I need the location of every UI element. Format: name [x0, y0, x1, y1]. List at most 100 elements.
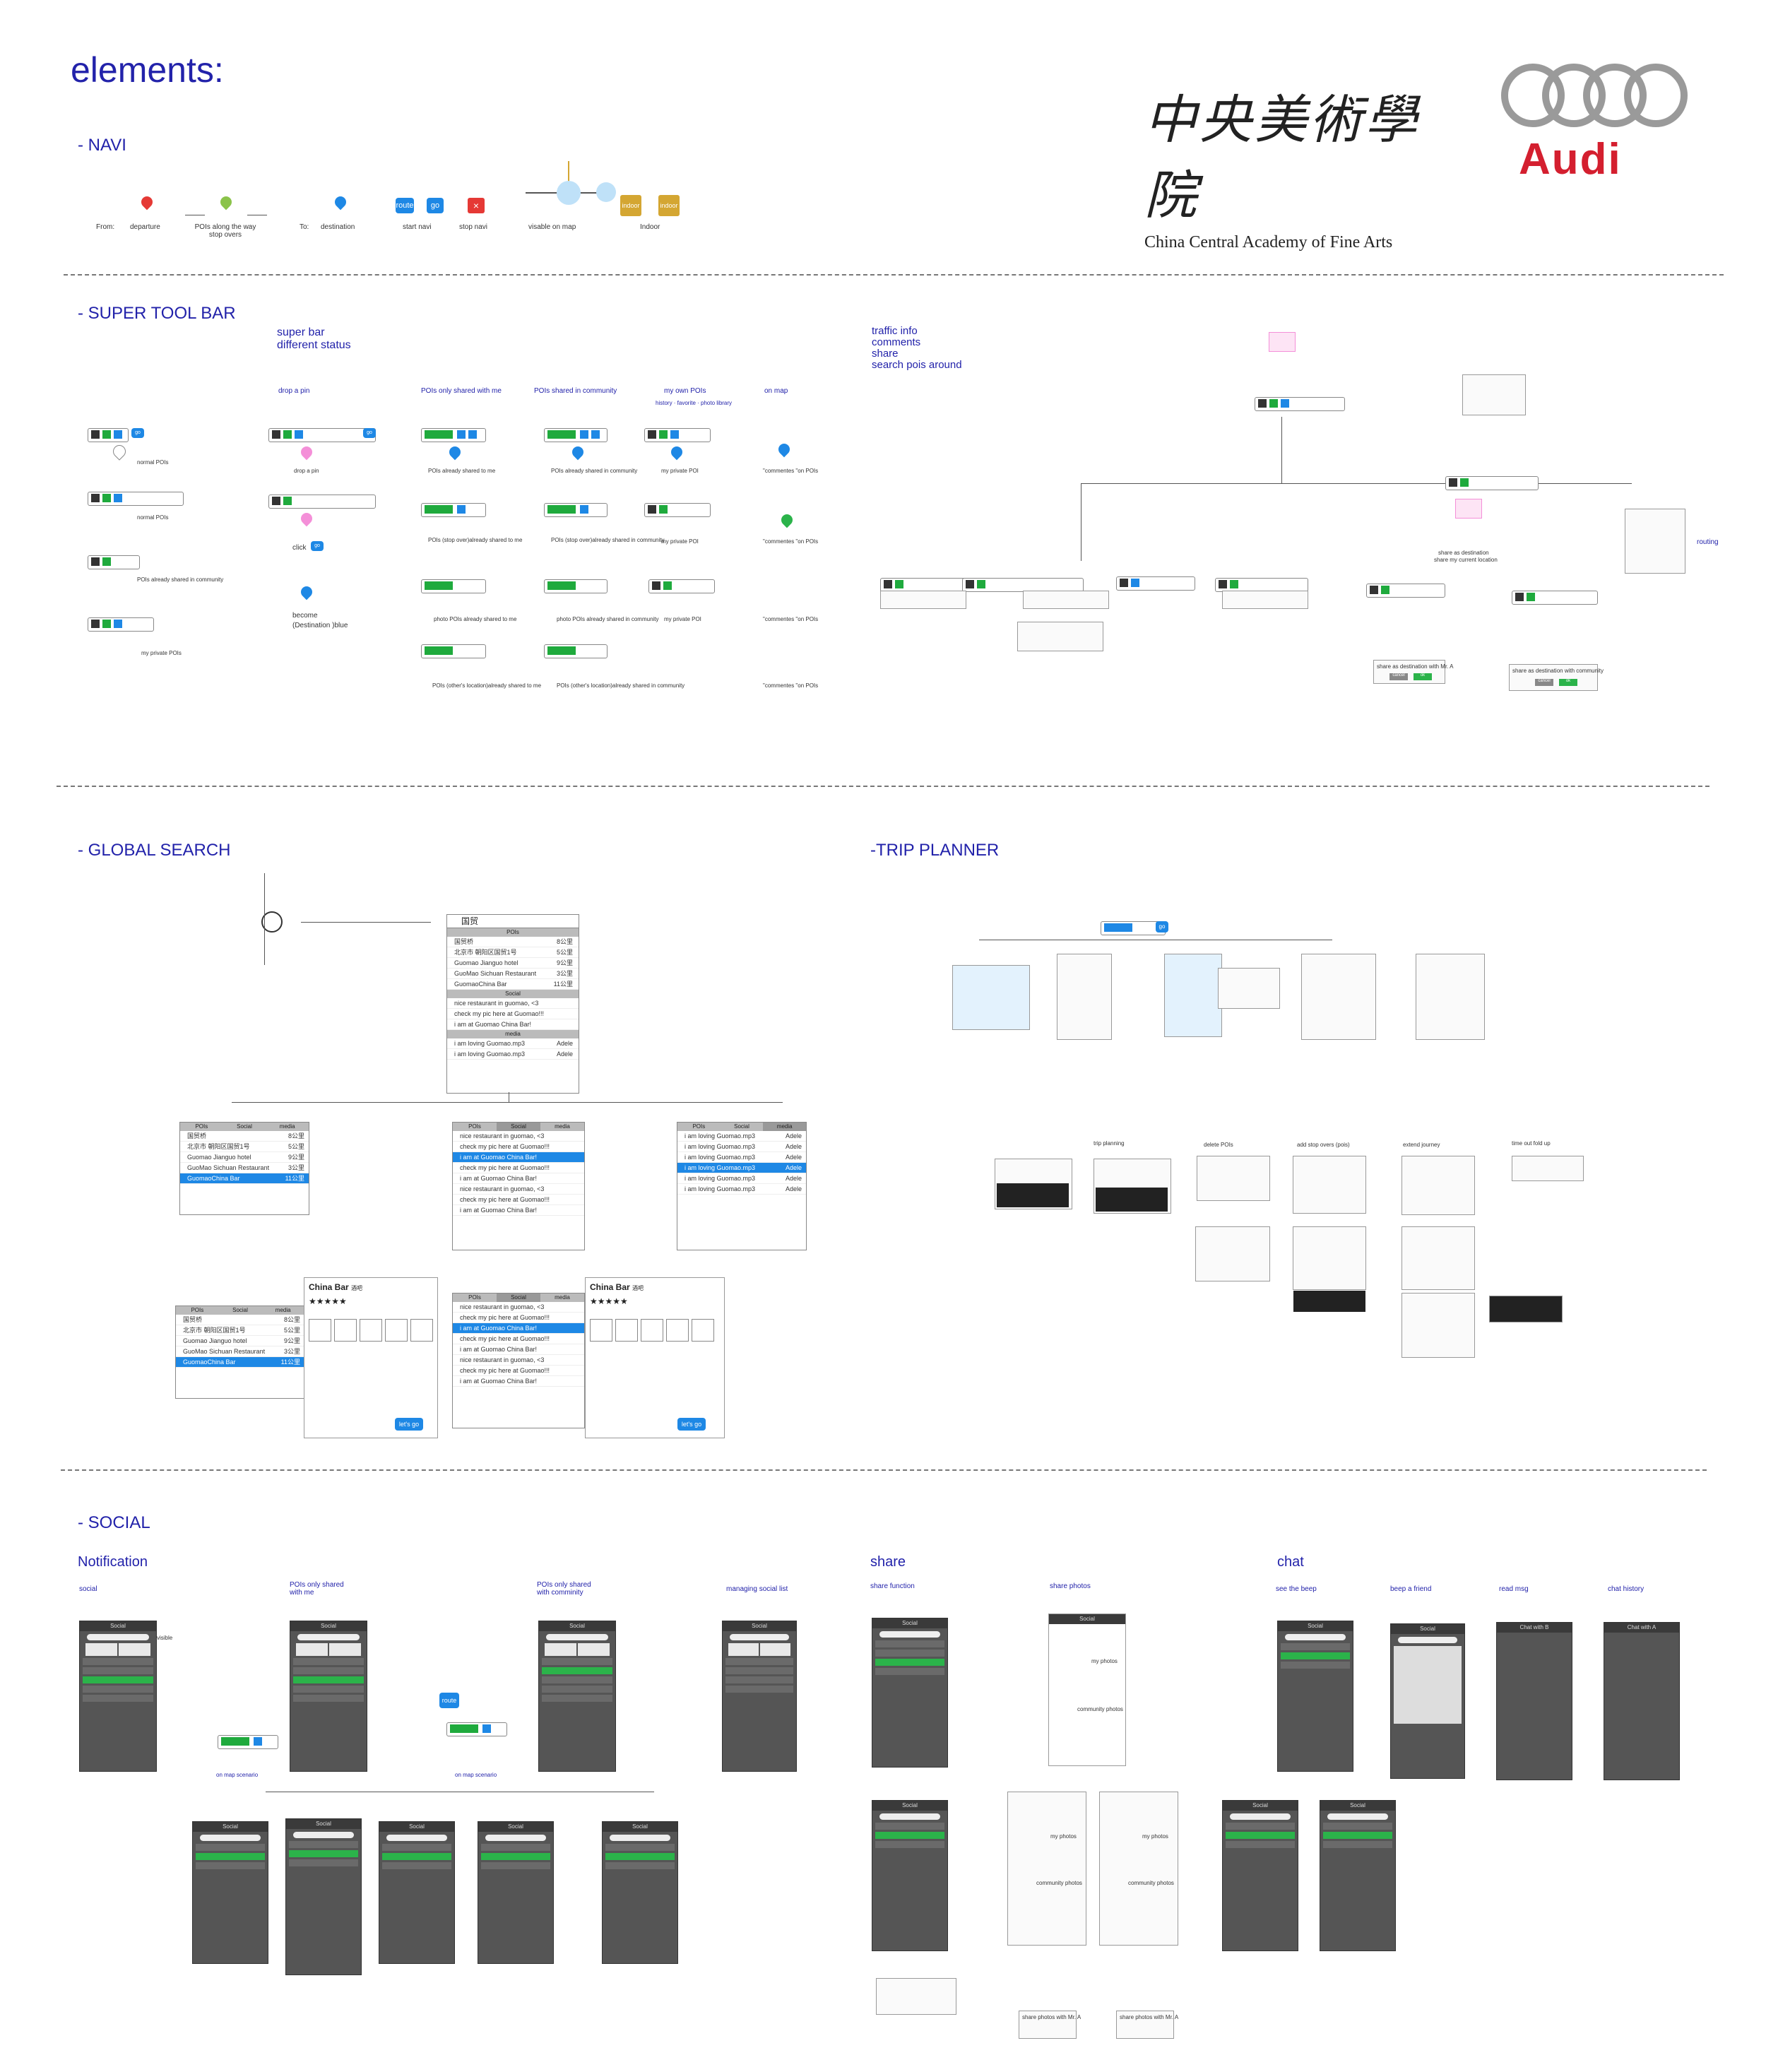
tab-pois[interactable]: POIs [468, 1123, 481, 1130]
tab-pois[interactable]: POIs [191, 1307, 204, 1313]
indoor-button-outline[interactable]: indoor [620, 195, 641, 216]
social-row[interactable]: nice restaurant in guomao, <3 [453, 1131, 584, 1142]
tab-pois[interactable]: POIs [195, 1123, 208, 1130]
tree-bar-4[interactable] [1215, 578, 1308, 592]
search-bar-other[interactable] [421, 644, 486, 658]
search-bar-stopover[interactable] [421, 503, 486, 517]
lets-go-button[interactable]: let's go [677, 1418, 706, 1431]
phone-search[interactable] [730, 1634, 789, 1640]
social-row[interactable]: nice restaurant in guomao, <3 [453, 1184, 584, 1195]
ok-button-b[interactable]: ok [1559, 679, 1577, 686]
search-bar-photo-c[interactable] [544, 579, 608, 593]
on-map-bar-2[interactable] [446, 1722, 507, 1736]
tab-social[interactable]: Social [237, 1123, 252, 1130]
tab-social[interactable]: Social [497, 1123, 540, 1131]
tab-social[interactable]: Social [734, 1123, 749, 1130]
go-mini-button-2[interactable]: go [363, 428, 376, 438]
go-mini-button[interactable]: go [131, 428, 144, 438]
social-row[interactable]: check my pic here at Guomao!!! [453, 1163, 584, 1173]
tab-media[interactable]: media [555, 1294, 570, 1301]
social-row[interactable]: check my pic here at Guomao!!! [453, 1142, 584, 1152]
social-row[interactable]: nice restaurant in guomao, <3 [453, 1302, 584, 1313]
social-row[interactable]: i am at Guomao China Bar! [453, 1173, 584, 1184]
share-bar-b[interactable] [1512, 591, 1598, 605]
tab-pois[interactable]: POIs [692, 1123, 706, 1130]
tree-bar-2[interactable] [962, 578, 1084, 592]
social-row[interactable]: check my pic here at Guomao!!! [453, 1313, 584, 1323]
ok-button-a[interactable]: ok [1414, 673, 1432, 680]
traffic-bar-right[interactable] [1445, 476, 1539, 490]
trip-top-bar[interactable] [1101, 921, 1166, 935]
search-bar-my-own[interactable] [644, 428, 711, 442]
search-bar-other-c[interactable] [544, 644, 608, 658]
social-row-selected[interactable]: i am at Guomao China Bar! [453, 1152, 584, 1163]
tab-media[interactable]: media [763, 1123, 807, 1131]
social-row[interactable]: i am at Guomao China Bar! [453, 1376, 584, 1387]
tree-bar-1[interactable] [880, 578, 966, 592]
search-bar-row3[interactable] [88, 555, 140, 569]
social-row-selected[interactable]: i am at Guomao China Bar! [453, 1323, 584, 1334]
search-query[interactable]: 国贸 [447, 915, 579, 928]
indoor-button[interactable]: indoor [658, 195, 680, 216]
social-row[interactable]: check my pic here at Guomao!!! [447, 1009, 579, 1019]
go-click-button[interactable]: go [311, 541, 324, 551]
social-row[interactable]: nice restaurant in guomao, <3 [453, 1355, 584, 1366]
cancel-button-b[interactable]: cancel [1535, 679, 1553, 686]
search-bar-drop-pin[interactable] [268, 428, 376, 442]
share-bar-a[interactable] [1366, 584, 1445, 598]
search-bar-community[interactable] [544, 428, 608, 442]
trip-go-button[interactable]: go [1156, 921, 1168, 933]
traffic-bar-top[interactable] [1255, 397, 1345, 411]
social-row[interactable]: i am at Guomao China Bar! [453, 1344, 584, 1355]
route-button[interactable]: route [396, 198, 414, 213]
social-row[interactable]: nice restaurant in guomao, <3 [447, 998, 579, 1009]
tree-bar-3[interactable] [1116, 576, 1195, 591]
tab-media[interactable]: media [279, 1123, 295, 1130]
tab-media[interactable]: media [555, 1123, 570, 1130]
tab-social[interactable]: Social [497, 1293, 540, 1302]
phone-search[interactable] [546, 1634, 608, 1640]
social-row[interactable]: check my pic here at Guomao!!! [453, 1366, 584, 1376]
social-row[interactable]: check my pic here at Guomao!!! [453, 1334, 584, 1344]
tab-media[interactable]: media [275, 1307, 291, 1313]
tab-pois[interactable]: POIs [468, 1294, 481, 1301]
tab-social[interactable]: Social [232, 1307, 248, 1313]
search-bar-photo[interactable] [421, 579, 486, 593]
social-row[interactable]: i am at Guomao China Bar! [447, 1019, 579, 1030]
search-bar-row4[interactable] [88, 617, 154, 632]
search-bar-normal[interactable] [88, 428, 129, 442]
search-bar-row2-b[interactable] [268, 495, 376, 509]
on-map-bar-1[interactable] [218, 1735, 278, 1749]
search-bar-row2[interactable] [88, 492, 184, 506]
phone-search[interactable] [297, 1634, 360, 1640]
route-social-button[interactable]: route [439, 1693, 459, 1708]
phone-search[interactable] [87, 1634, 149, 1640]
go-button[interactable]: go [427, 198, 444, 213]
social-row[interactable]: check my pic here at Guomao!!! [453, 1195, 584, 1205]
lets-go-button[interactable]: let's go [395, 1418, 423, 1431]
cancel-button-a[interactable]: cancel [1389, 673, 1408, 680]
social-row[interactable]: i am at Guomao China Bar! [453, 1205, 584, 1216]
